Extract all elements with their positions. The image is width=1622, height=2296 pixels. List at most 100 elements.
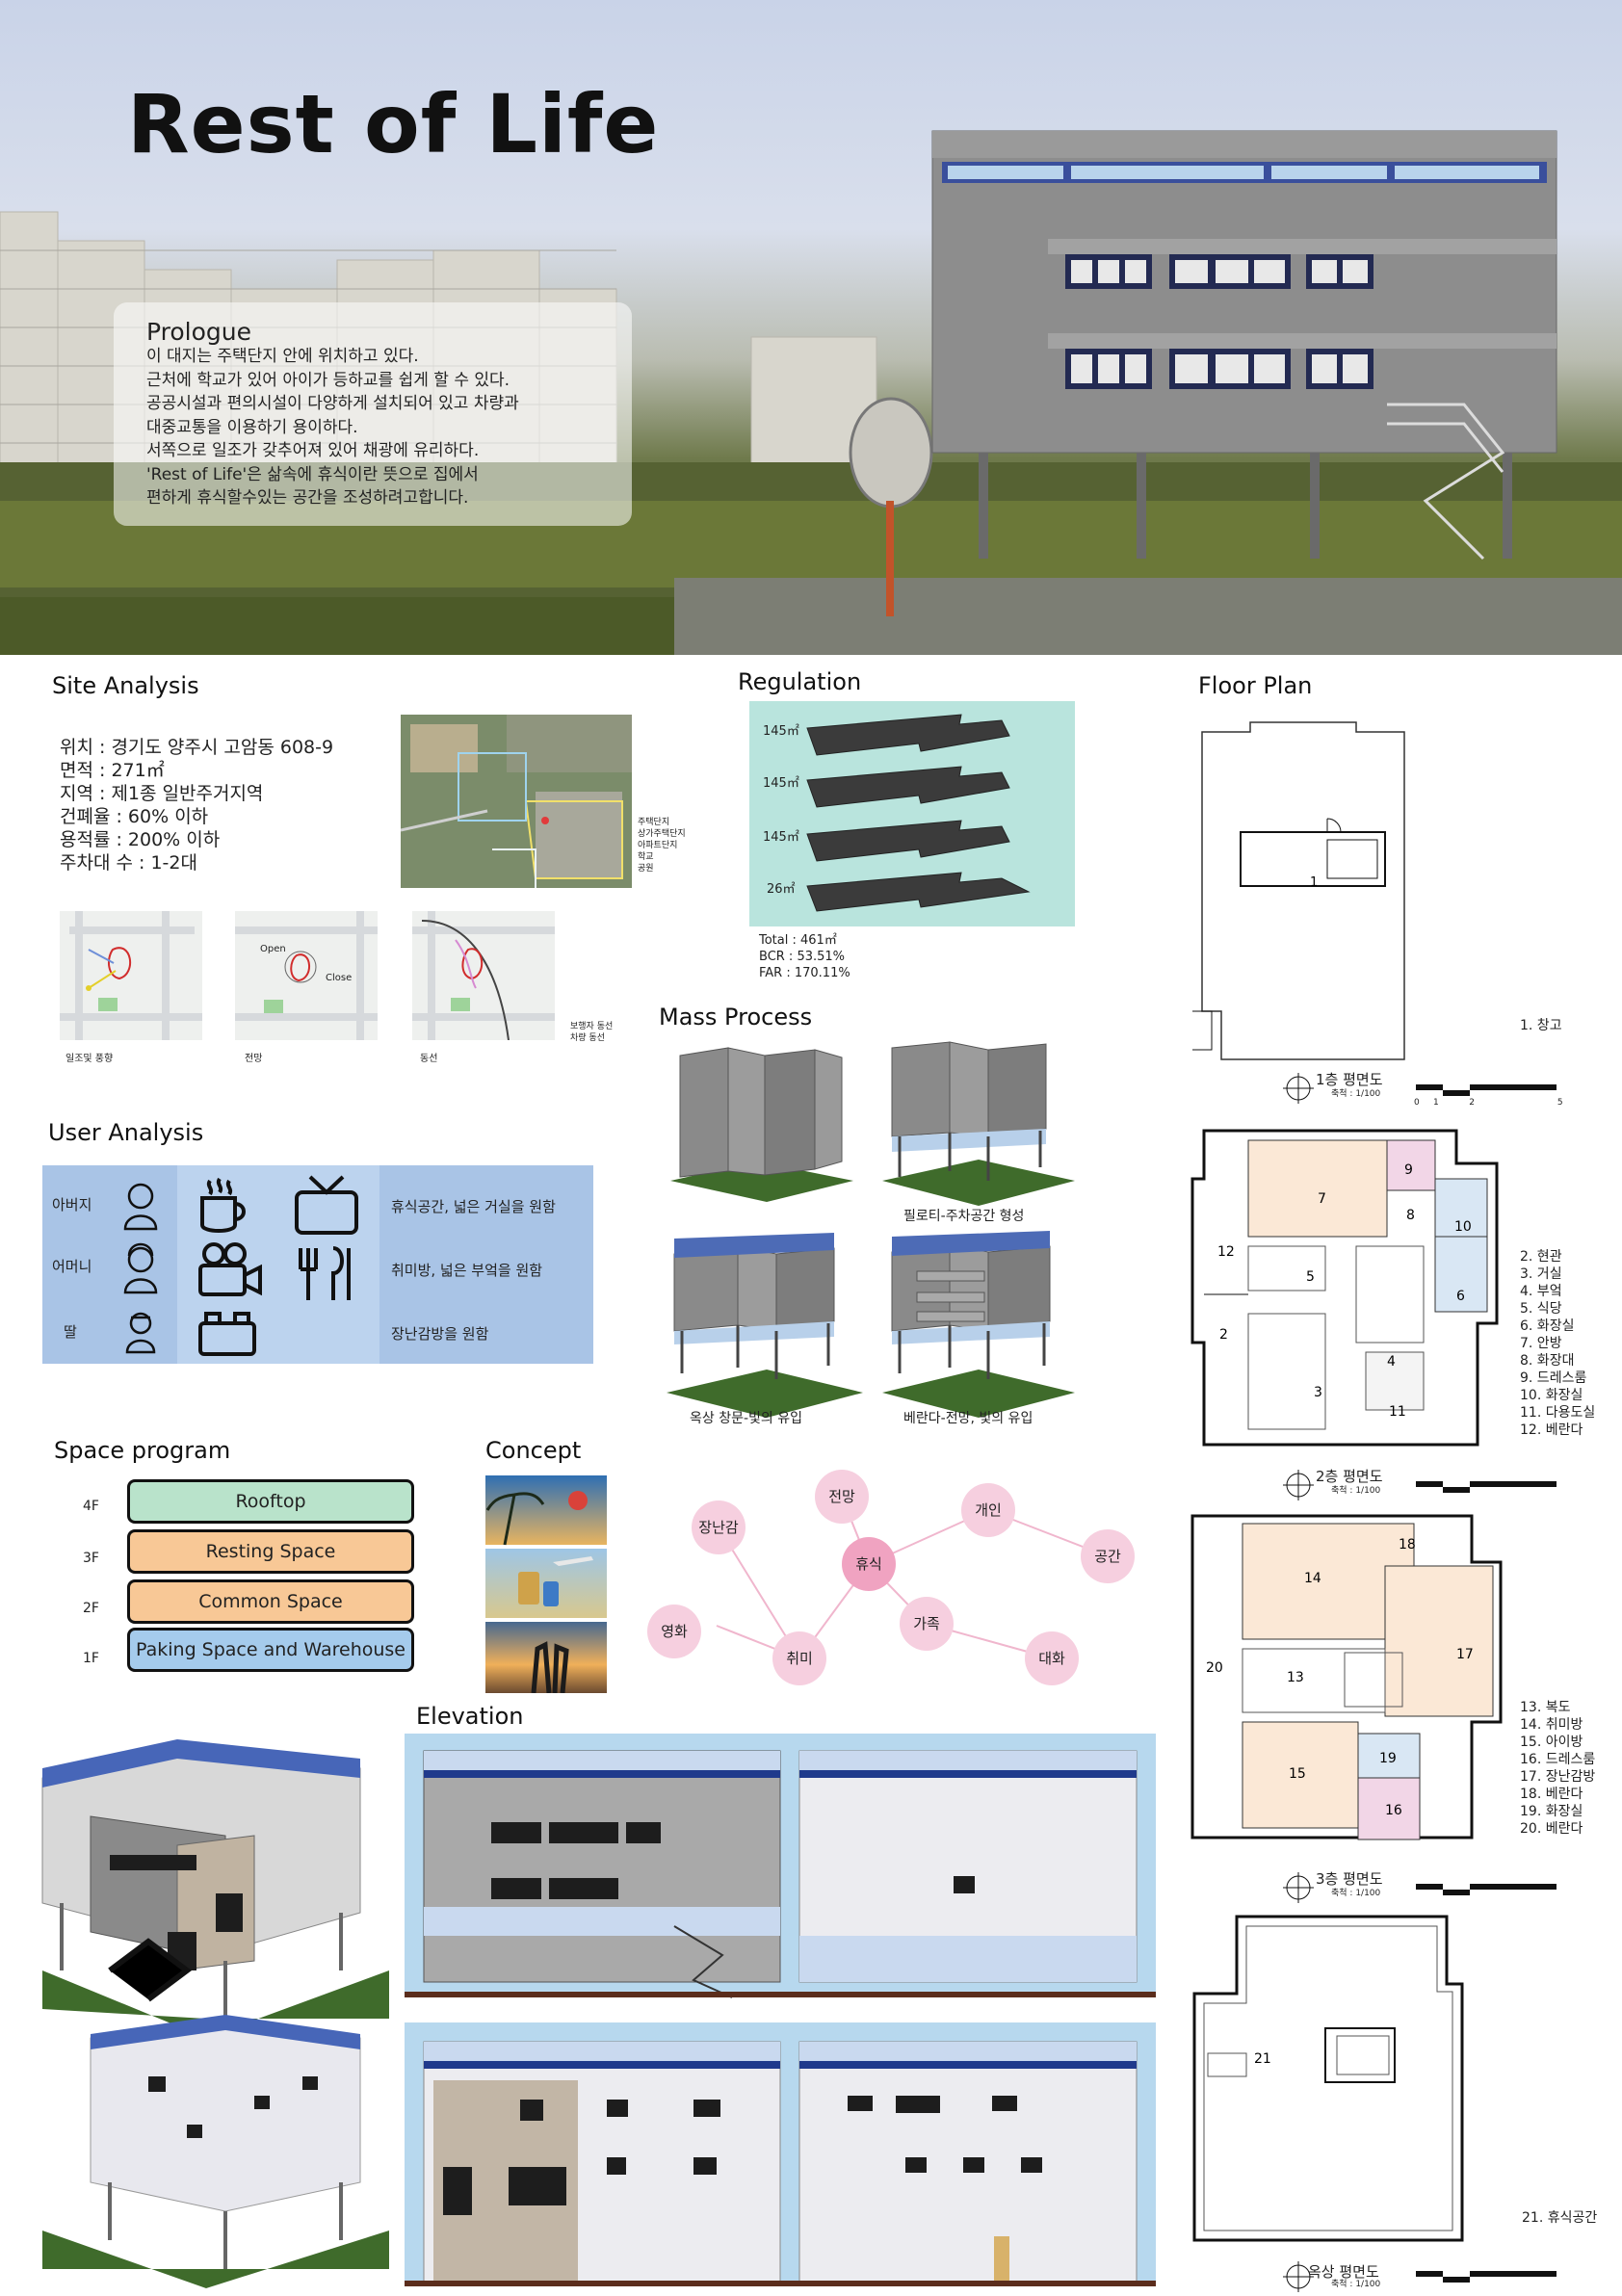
plan-room-3: 3: [1314, 1385, 1322, 1400]
tick-2: 2: [1469, 1098, 1475, 1108]
plan-rooftop-scale: 축척 : 1/100: [1331, 2280, 1381, 2289]
plan-room-7: 7: [1318, 1191, 1326, 1207]
concept-node-personal: 개인: [961, 1483, 1015, 1537]
plan-2f-drawing: 7 9 8 10 12 5 6 2 4 3 11: [1190, 1129, 1499, 1447]
daughter-icon: [125, 1312, 156, 1354]
tick-1: 1: [1433, 1098, 1439, 1108]
plan-1f-title: 1층 평면도: [1316, 1071, 1383, 1088]
concept-node-hobby: 취미: [772, 1631, 826, 1685]
map-caption-view: 전망: [245, 1054, 263, 1064]
floor-label-2f: 2F: [83, 1601, 99, 1616]
plan-rooftop-legend: 21. 휴식공간: [1522, 2210, 1598, 2226]
regulation-heading: Regulation: [738, 668, 862, 695]
mother-icon: [123, 1242, 158, 1294]
plan-room-12: 12: [1217, 1244, 1235, 1260]
plan-room-18: 18: [1399, 1537, 1416, 1552]
plan-2f-title: 2층 평면도: [1316, 1468, 1383, 1485]
regulation-layer-2: 145㎡: [763, 776, 799, 791]
tick-5: 5: [1557, 1098, 1563, 1108]
map-close-label: Close: [326, 973, 353, 983]
tick-0: 0: [1414, 1098, 1420, 1108]
plan-rooftop-drawing: 21: [1192, 1915, 1464, 2242]
plan-room-20: 20: [1206, 1660, 1223, 1676]
aerial-map: [400, 715, 632, 888]
map-view: Open Close: [235, 911, 378, 1040]
route-legend: 보행자 동선 차량 동선: [570, 1022, 614, 1043]
father-icon: [123, 1183, 158, 1231]
map-open-label: Open: [260, 944, 286, 954]
plan-room-16: 16: [1385, 1803, 1402, 1818]
plan-room-5: 5: [1306, 1269, 1315, 1285]
member-mother: 어머니: [52, 1258, 92, 1275]
family-icons: [123, 1183, 158, 1354]
prologue-text: 이 대지는 주택단지 안에 위치하고 있다. 근처에 학교가 있어 아이가 등하…: [146, 347, 519, 508]
scale-bar-rooftop: [1283, 2261, 1557, 2292]
scale-bar-3f: [1283, 1872, 1557, 1903]
program-bar-common: Common Space: [127, 1579, 414, 1624]
map-circulation-drawing: [412, 911, 555, 1041]
activity-icons: [198, 1175, 358, 1356]
regulation-layer-3: 145㎡: [763, 830, 799, 845]
plan-2f-legend: 2. 현관 3. 거실 4. 부엌 5. 식당 6. 화장실 7. 안방 8. …: [1520, 1249, 1596, 1438]
map-caption-sunlight: 일조및 풍향: [65, 1054, 114, 1064]
plan-3f-drawing: 14 18 17 20 13 19 15 16: [1190, 1514, 1503, 1840]
plan-room-10: 10: [1454, 1219, 1472, 1235]
floor-label-3f: 3F: [83, 1551, 99, 1566]
site-info: 위치 : 경기도 양주시 고암동 608-9 면적 : 271㎡ 지역 : 제1…: [60, 737, 334, 874]
plan-room-2: 2: [1219, 1327, 1228, 1343]
floor-label-1f: 1F: [83, 1651, 99, 1666]
plan-1f-scale: 축척 : 1/100: [1331, 1089, 1381, 1099]
map-view-drawing: [235, 911, 378, 1040]
map-caption-circulation: 동선: [420, 1054, 438, 1064]
concept-photo-collage: [485, 1475, 607, 1694]
floor-plan-heading: Floor Plan: [1198, 672, 1313, 699]
site-analysis-heading: Site Analysis: [52, 672, 199, 699]
plan-1f-legend: 1. 창고: [1520, 1018, 1562, 1033]
member-father: 아버지: [52, 1196, 92, 1213]
mass-process-models: [667, 1041, 1075, 1418]
regulation-layer-1: 145㎡: [763, 724, 799, 739]
regulation-stats: Total : 461㎡ BCR : 53.51% FAR : 170.11%: [759, 933, 850, 980]
plan-rooftop-title: 옥상 평면도: [1308, 2263, 1379, 2281]
plan-room-15: 15: [1289, 1766, 1306, 1782]
prologue-heading: Prologue: [146, 318, 251, 346]
member-daughter: 딸: [64, 1323, 77, 1341]
program-bar-rooftop: Rooftop: [127, 1479, 414, 1524]
elevation-drawings: [405, 1734, 1156, 2286]
floor-label-4f: 4F: [83, 1499, 99, 1514]
need-mother: 취미방, 넓은 부엌을 원함: [391, 1262, 543, 1279]
user-analysis-heading: User Analysis: [48, 1119, 204, 1146]
plan-room-11: 11: [1389, 1404, 1406, 1420]
plan-room-14: 14: [1304, 1571, 1321, 1586]
toy-block-icon: [198, 1312, 256, 1356]
plan-room-17: 17: [1456, 1647, 1474, 1662]
concept-node-family: 가족: [900, 1597, 954, 1651]
concept-node-view: 전망: [815, 1470, 869, 1524]
concept-node-talk: 대화: [1025, 1631, 1079, 1685]
regulation-layers-drawing: [806, 714, 1031, 912]
plan-room-21: 21: [1254, 2051, 1271, 2067]
need-daughter: 장난감방을 원함: [391, 1325, 489, 1343]
mass-caption-3: 베란다-전망, 빛의 유입: [903, 1411, 1033, 1426]
map-circulation: [412, 911, 555, 1041]
plan-3f-legend: 13. 복도 14. 취미방 15. 아이방 16. 드레스룸 17. 장난감방…: [1520, 1700, 1596, 1837]
prologue-panel: [114, 302, 632, 526]
plan-room-19: 19: [1379, 1751, 1397, 1766]
mass-caption-1: 필로티-주차공간 형성: [903, 1209, 1025, 1224]
plan-room-13: 13: [1287, 1670, 1304, 1685]
elevation-heading: Elevation: [416, 1703, 524, 1730]
program-bar-resting: Resting Space: [127, 1529, 414, 1574]
mass-process-heading: Mass Process: [659, 1004, 813, 1031]
plan-room-4: 4: [1387, 1354, 1396, 1370]
cutlery-icon: [299, 1246, 351, 1300]
movie-camera-icon: [198, 1242, 262, 1296]
need-father: 휴식공간, 넓은 거실을 원함: [391, 1198, 556, 1215]
page-title: Rest of Life: [127, 77, 660, 171]
map-sunlight-wind: [60, 911, 202, 1040]
scale-ticks-1f: 0 1 2 5: [1414, 1098, 1563, 1108]
concept-node-movie: 영화: [647, 1605, 701, 1658]
concept-node-center: 휴식: [842, 1537, 896, 1591]
plan-2f-scale: 축척 : 1/100: [1331, 1486, 1381, 1496]
user-analysis-table: 아버지 어머니 딸 휴식공간, 넓은 거실을 원함 취미방, 넓은 부엌을 원함…: [42, 1165, 593, 1364]
aerial-map-legend: 주택단지 상가주택단지 아파트단지 학교 공원: [638, 818, 686, 874]
